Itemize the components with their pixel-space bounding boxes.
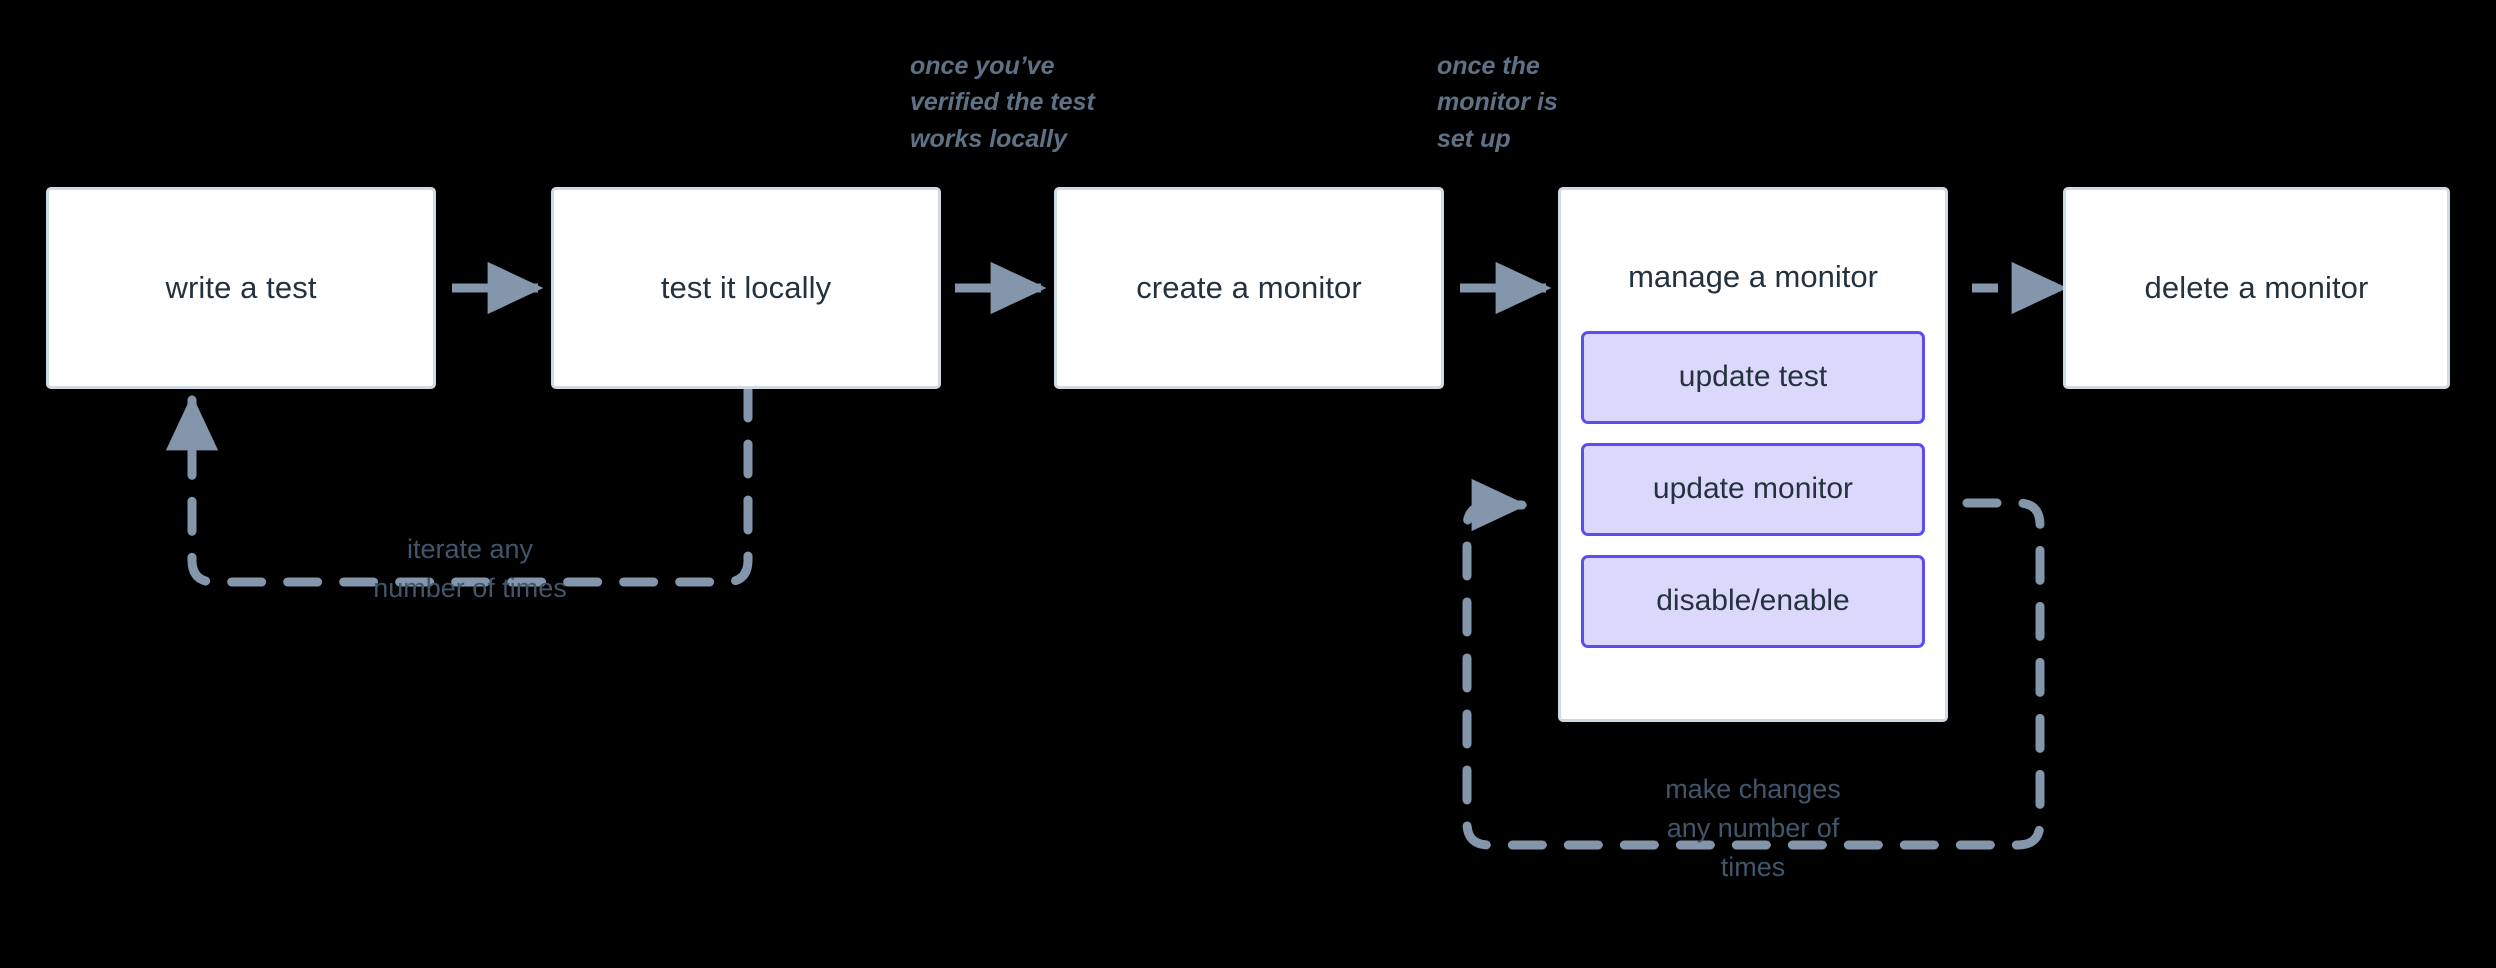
sub-node-label-disable-enable: disable/enable xyxy=(1656,584,1850,618)
sub-node-update-monitor[interactable]: update monitor xyxy=(1581,442,1925,536)
node-test-it-locally[interactable]: test it locally xyxy=(551,187,941,389)
sub-node-label-update-test: update test xyxy=(1678,360,1828,394)
node-write-a-test[interactable]: write a test xyxy=(46,187,436,389)
node-create-a-monitor[interactable]: create a monitor xyxy=(1054,187,1444,389)
sub-node-disable-enable[interactable]: disable/enable xyxy=(1581,554,1925,648)
manage-sub-node-list: update test update monitor disable/enabl… xyxy=(1581,330,1925,648)
node-label-create-a-monitor: create a monitor xyxy=(1136,269,1362,305)
node-delete-a-monitor[interactable]: delete a monitor xyxy=(2063,187,2450,389)
node-manage-a-monitor[interactable]: manage a monitor update test update moni… xyxy=(1558,187,1948,722)
node-label-delete-a-monitor: delete a monitor xyxy=(2144,269,2369,305)
node-label-write-a-test: write a test xyxy=(165,269,317,305)
sub-node-label-update-monitor: update monitor xyxy=(1652,472,1854,506)
edge-note-verified: once you’ve verified the test works loca… xyxy=(910,52,1095,153)
node-label-manage-a-monitor: manage a monitor xyxy=(1628,259,1878,294)
loop-note-make-changes: make changes any number of times xyxy=(1665,774,1841,883)
loop-note-iterate: iterate any number of times xyxy=(373,534,567,604)
sub-node-update-test[interactable]: update test xyxy=(1581,330,1925,424)
edge-note-setup: once the monitor is set up xyxy=(1437,52,1558,153)
node-label-test-it-locally: test it locally xyxy=(660,269,832,305)
